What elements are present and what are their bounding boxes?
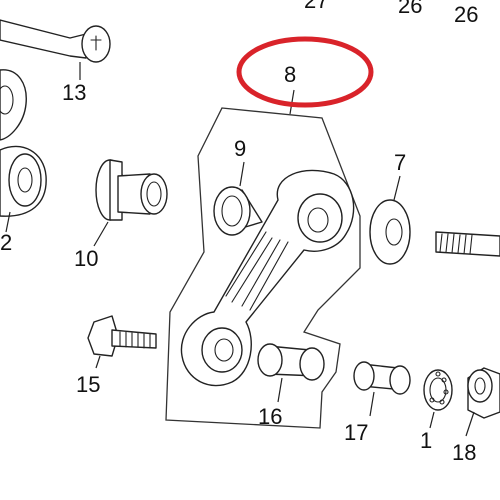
- callout-26-b: 26: [454, 2, 478, 27]
- leader-15: [95, 355, 101, 369]
- callout-13: 13: [62, 80, 86, 105]
- callout-17: 17: [344, 420, 368, 445]
- part-16-sleeve: [257, 343, 325, 381]
- part-10-flanged-bushing: [95, 159, 168, 221]
- leader-18: [465, 411, 475, 437]
- leader-9: [239, 161, 245, 187]
- link-arm: [180, 169, 355, 387]
- leader-2: [5, 211, 11, 233]
- callout-2: 2: [0, 230, 12, 255]
- part-threaded-bolt-right: [435, 231, 500, 257]
- part-18-nut: [467, 367, 500, 419]
- leader-17: [369, 391, 375, 417]
- callout-27: 27: [304, 0, 328, 13]
- part-1-bearing: [423, 369, 453, 411]
- callout-8: 8: [284, 62, 296, 87]
- part-8-bracket-outline: [165, 107, 361, 429]
- callout-16: 16: [258, 404, 282, 429]
- callout-15: 15: [76, 372, 100, 397]
- callout-1: 1: [420, 428, 432, 453]
- part-17-sleeve: [353, 361, 411, 395]
- leader-7: [393, 175, 401, 201]
- callout-18: 18: [452, 440, 476, 465]
- highlight-ring: [236, 36, 374, 108]
- leader-10: [93, 221, 109, 247]
- part-left-bracket: [0, 69, 47, 217]
- callout-7: 7: [394, 150, 406, 175]
- callout-9: 9: [234, 136, 246, 161]
- leader-16: [277, 377, 283, 403]
- callout-26-a: 26: [398, 0, 422, 18]
- part-7-washer: [369, 199, 411, 265]
- part-27-partial: [0, 19, 111, 63]
- part-15-bolt: [87, 315, 157, 357]
- part-9-bushing: [213, 186, 263, 236]
- callout-10: 10: [74, 246, 98, 271]
- leader-1: [429, 411, 435, 429]
